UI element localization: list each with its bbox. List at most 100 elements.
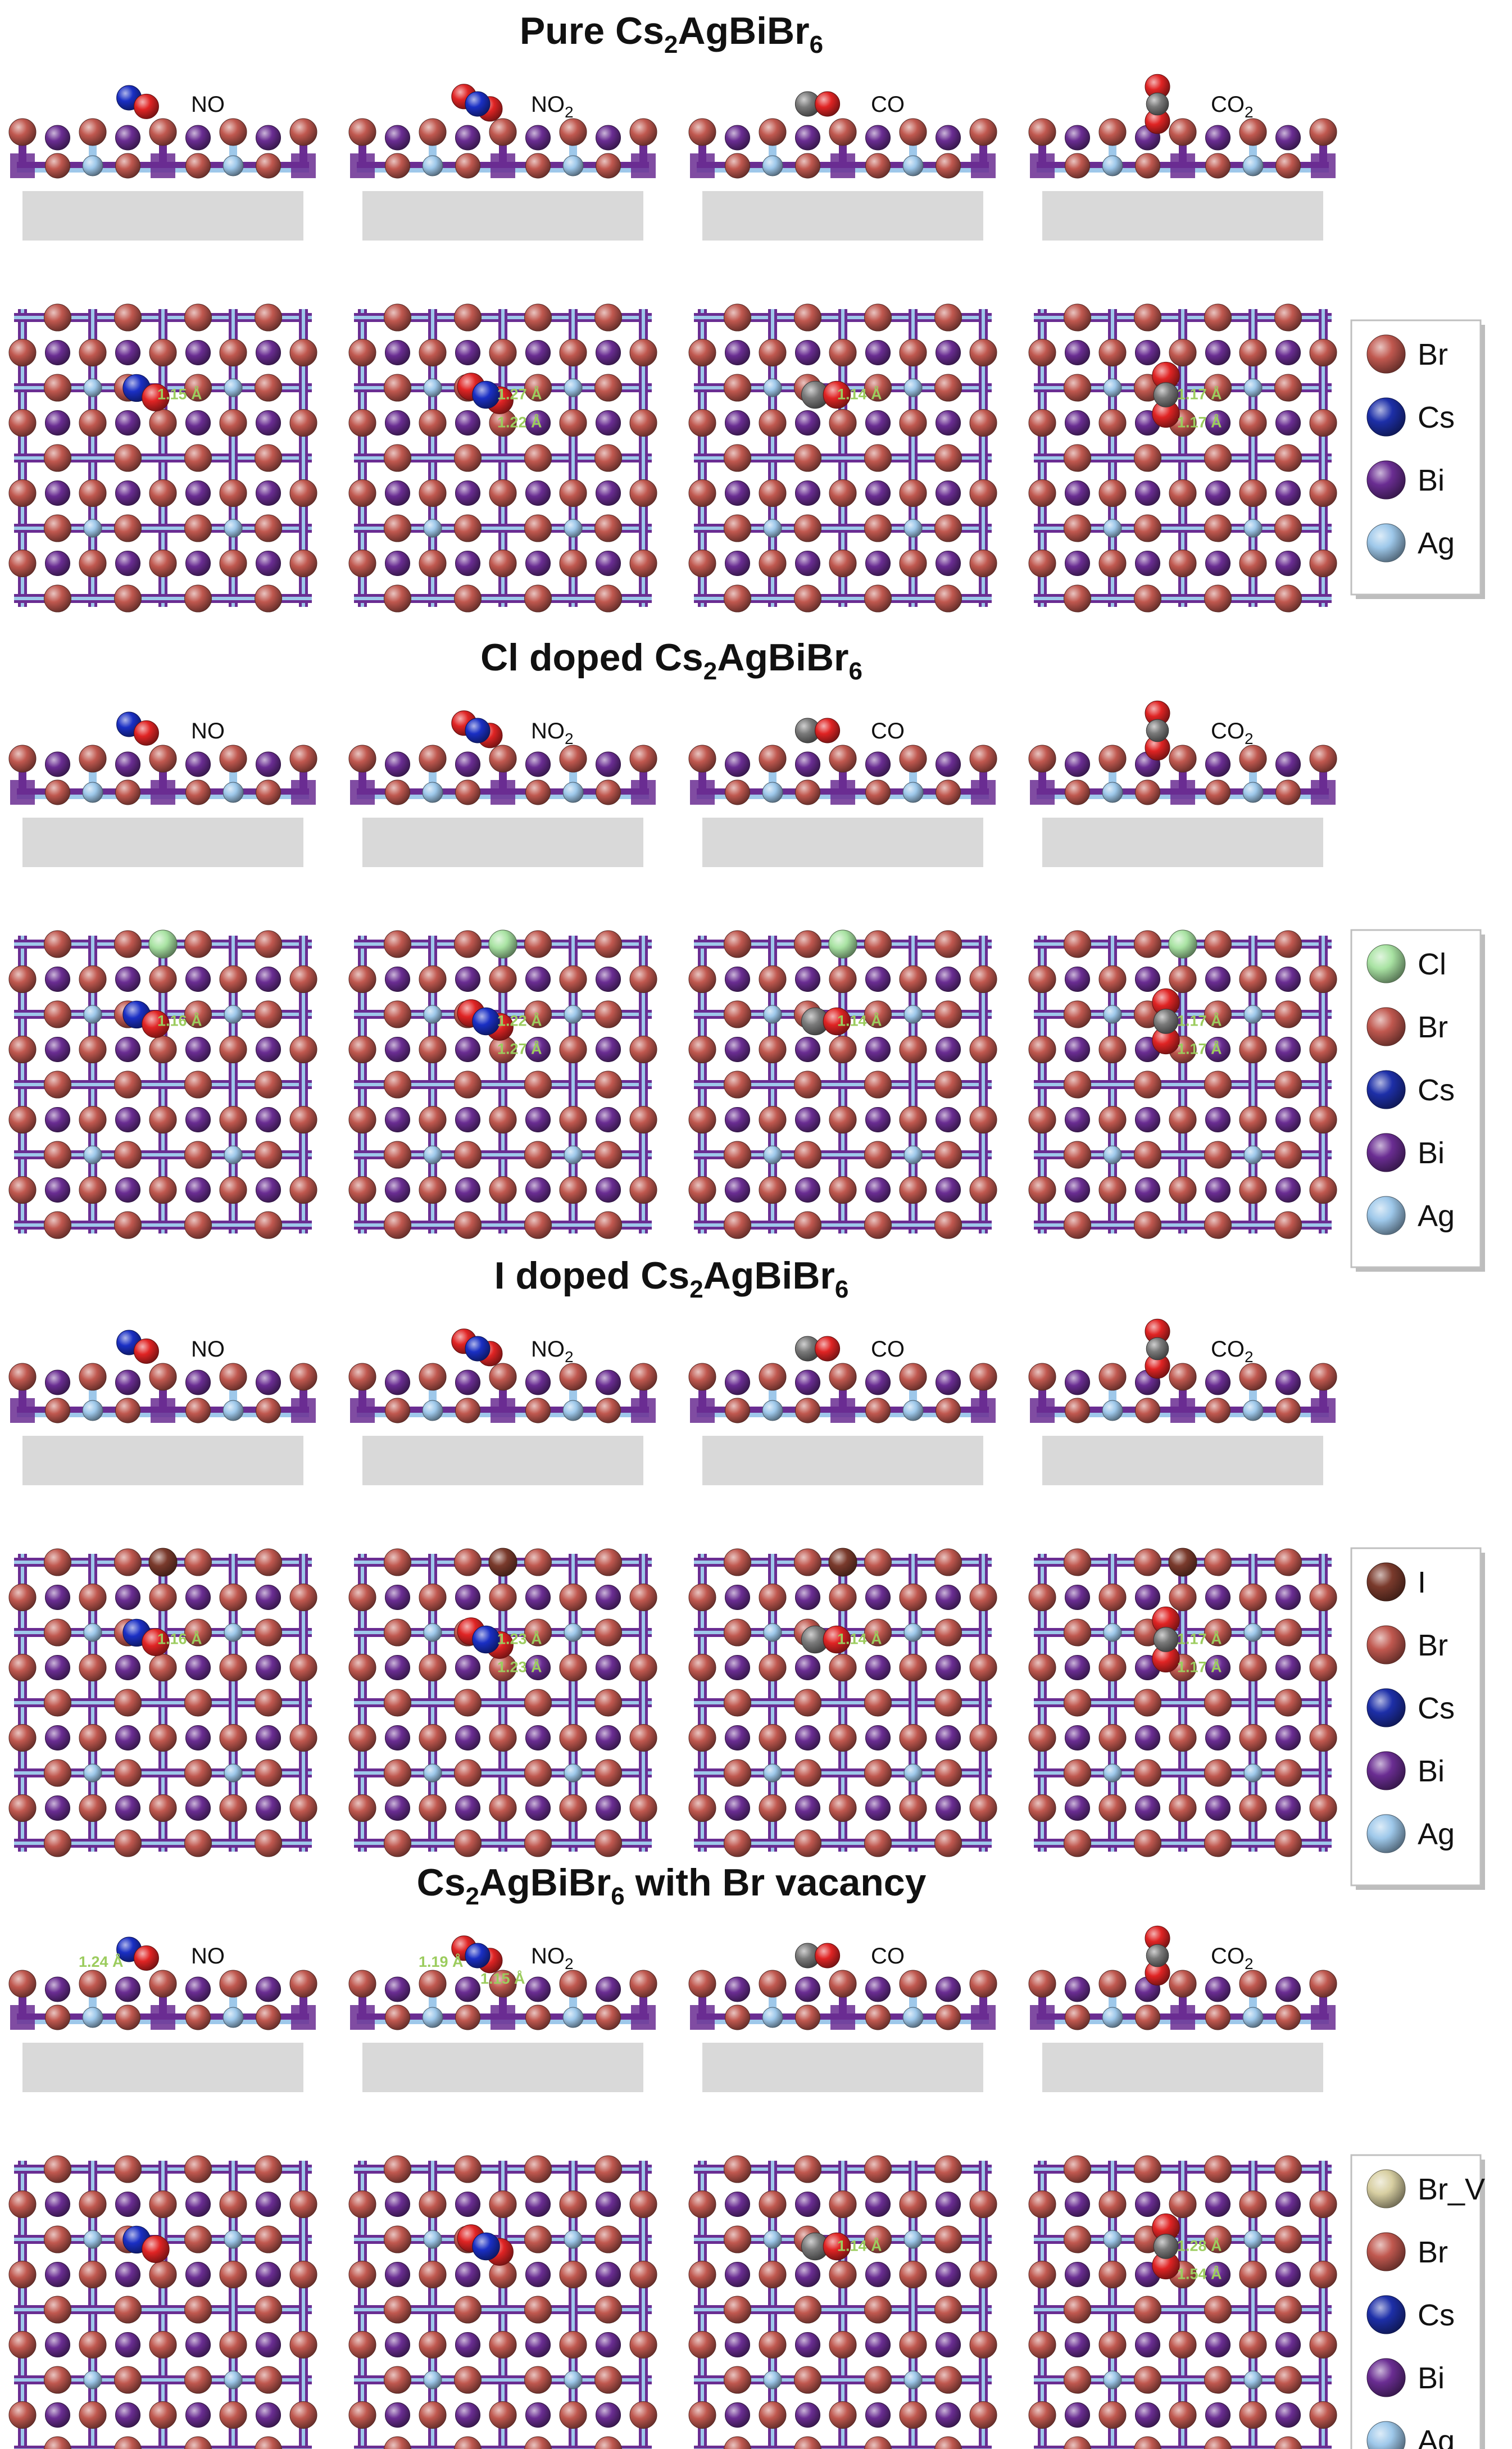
ag-atom — [1243, 519, 1263, 538]
br-atom — [44, 1071, 71, 1099]
br-atom — [79, 1363, 107, 1391]
br-atom — [1309, 745, 1337, 773]
br-atom — [1205, 2004, 1231, 2030]
br-atom — [1098, 409, 1127, 437]
br-atom — [899, 1794, 927, 1822]
br-atom — [1169, 1176, 1197, 1204]
bi-octahedron — [690, 2005, 715, 2030]
ag-atom — [83, 1005, 102, 1024]
br-atom — [185, 2004, 211, 2030]
bi-atom — [1275, 1107, 1301, 1132]
br-atom — [1064, 930, 1091, 958]
bi-atom — [45, 751, 70, 777]
br-atom — [184, 2296, 212, 2324]
br-atom — [794, 2366, 821, 2394]
br-atom — [559, 1724, 587, 1752]
br-atom — [44, 1689, 71, 1717]
br-atom — [79, 1970, 107, 1998]
legend-bi-label: Bi — [1418, 2361, 1445, 2395]
ag-atom — [762, 2007, 783, 2028]
bi-atom — [256, 480, 281, 506]
br-atom — [688, 479, 716, 507]
i-dopant-atom — [1168, 1548, 1197, 1577]
br-atom — [559, 2191, 587, 2218]
br-atom — [1309, 118, 1337, 146]
br-atom — [149, 1106, 177, 1133]
br-atom — [934, 1141, 962, 1169]
bi-atom — [1205, 1655, 1231, 1680]
ag-atom — [762, 1400, 783, 1421]
br-atom — [419, 339, 447, 366]
i-dopant-atom — [488, 1548, 517, 1577]
br-atom — [724, 303, 751, 332]
c-atom — [1153, 2234, 1179, 2259]
br-atom — [289, 2331, 317, 2359]
br-atom — [114, 2296, 142, 2324]
bi-atom — [596, 1177, 621, 1203]
bi-atom — [936, 1655, 961, 1680]
br-atom — [759, 1106, 787, 1133]
br-atom — [899, 2331, 927, 2359]
br-atom — [724, 444, 751, 472]
br-atom — [936, 779, 961, 805]
br-atom — [149, 550, 177, 577]
br-atom — [594, 1211, 622, 1239]
br-atom — [114, 2155, 142, 2183]
molecule-label: NO2 — [531, 719, 574, 747]
bi-atom — [1275, 1795, 1301, 1821]
bi-atom — [795, 2192, 820, 2217]
o-atom — [142, 383, 170, 412]
n-atom — [465, 718, 491, 743]
panel-title: I doped Cs2​AgBiBr6​ — [494, 1254, 849, 1303]
bi-atom — [115, 2402, 140, 2428]
br-atom — [1274, 930, 1302, 958]
ag-atom — [224, 2230, 243, 2249]
br-atom — [44, 1211, 71, 1239]
bi-atom — [1275, 1177, 1301, 1203]
br-atom — [524, 1071, 552, 1099]
br-atom — [1028, 409, 1056, 437]
bi-atom — [525, 2262, 551, 2287]
br-atom — [185, 779, 211, 805]
legend-cs-label: Cs — [1418, 2298, 1455, 2332]
br-atom — [1205, 779, 1231, 805]
br-atom — [1028, 550, 1056, 577]
br-atom — [864, 1141, 892, 1169]
br-atom — [489, 118, 517, 146]
bi-octahedron — [971, 780, 996, 805]
br-atom — [594, 930, 622, 958]
br-atom — [524, 1829, 552, 1857]
legend-br-v-marker — [1366, 2169, 1406, 2208]
br-atom — [419, 2401, 447, 2429]
bi-atom — [865, 125, 891, 151]
br-atom — [489, 1584, 517, 1611]
ag-atom — [1103, 519, 1122, 538]
br-atom — [559, 1970, 587, 1998]
br-atom — [219, 1106, 247, 1133]
bi-atom — [795, 751, 820, 777]
bi-atom — [185, 1177, 211, 1203]
bi-atom — [45, 1655, 70, 1680]
br-atom — [79, 409, 107, 437]
ag-atom — [1243, 1623, 1263, 1642]
br-atom — [419, 409, 447, 437]
br-atom — [44, 444, 71, 472]
br-atom — [384, 2225, 411, 2253]
bi-octahedron — [830, 780, 855, 805]
legend-br-marker — [1366, 334, 1406, 374]
bi-atom — [525, 2332, 551, 2357]
br-atom — [384, 374, 411, 402]
ag-atom — [1103, 1623, 1122, 1642]
br-atom — [255, 2436, 282, 2449]
ag-atom — [224, 2370, 243, 2389]
br-atom — [115, 2004, 140, 2030]
ag-atom — [1103, 1763, 1122, 1783]
br-atom — [1169, 1106, 1197, 1133]
bi-octahedron — [291, 780, 316, 805]
br-atom — [114, 1211, 142, 1239]
bi-octahedron — [830, 1398, 855, 1423]
br-atom — [524, 1689, 552, 1717]
bi-atom — [865, 1369, 891, 1395]
ag-atom — [422, 155, 443, 176]
br-atom — [44, 1829, 71, 1857]
